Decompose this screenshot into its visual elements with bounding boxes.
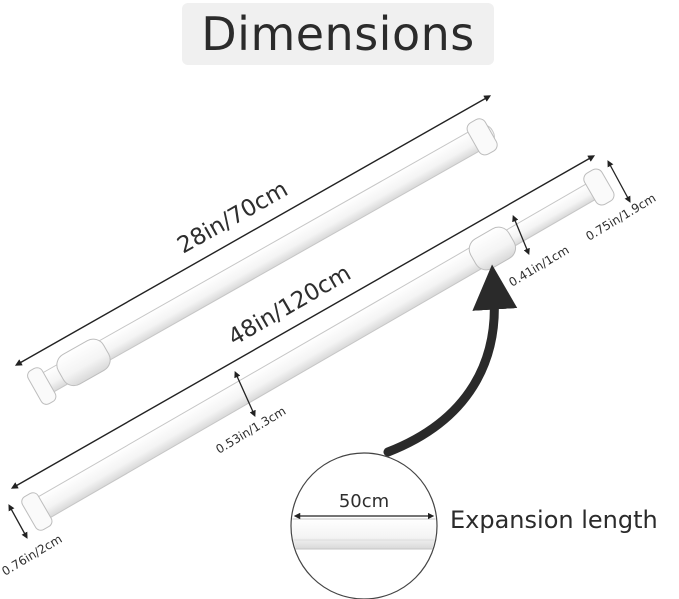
expansion-arrow-icon (383, 264, 518, 457)
small-end-diameter-marker (512, 214, 530, 256)
base-diameter-marker (8, 504, 28, 539)
cap-diameter-marker (607, 160, 631, 203)
page-title: Dimensions (201, 7, 475, 61)
short-rod (27, 118, 498, 405)
base-diameter-label: 0.76in/2cm (0, 532, 65, 579)
small-end-diameter-label: 0.41in/1cm (506, 243, 571, 290)
expansion-caption: Expansion length (450, 506, 658, 534)
long-rod-dimension-line (10, 155, 596, 489)
mid-diameter-marker (234, 371, 256, 417)
expansion-value-label: 50cm (339, 491, 389, 512)
expansion-zoom-circle (290, 452, 438, 599)
title-banner: Dimensions (182, 3, 494, 65)
